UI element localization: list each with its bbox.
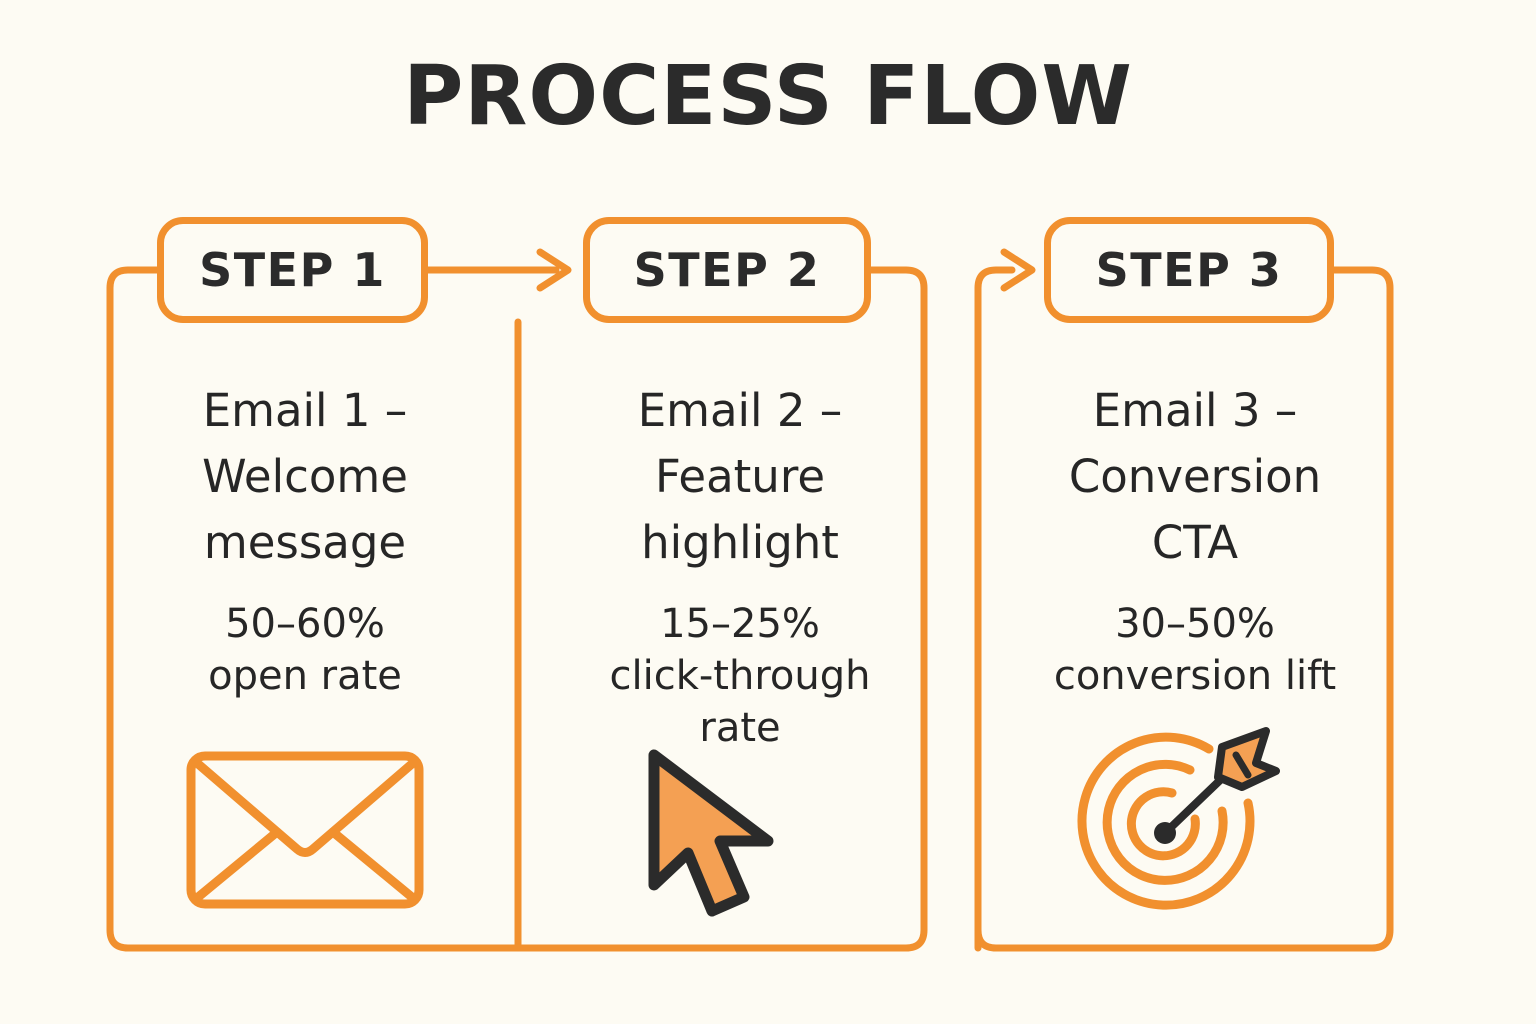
step-badge-2-label: STEP 2 [633, 243, 821, 297]
step-3-metric: 30–50% conversion lift [1053, 601, 1337, 699]
step-1-content: Email 1 – Welcome message 50–60% open ra… [140, 378, 470, 702]
step-badge-3[interactable]: STEP 3 [1044, 217, 1334, 323]
card-frame-3-bottom [974, 266, 1394, 952]
step-3-content: Email 3 – Conversion CTA 30–50% conversi… [1000, 378, 1390, 702]
mouse-cursor-icon [640, 745, 800, 930]
step-badge-1[interactable]: STEP 1 [157, 217, 428, 323]
connector-2-3-arrowhead [1000, 248, 1036, 292]
target-arrow-icon [1070, 725, 1285, 925]
step-3-title: Email 3 – Conversion CTA [1068, 384, 1322, 569]
step-badge-3-label: STEP 3 [1095, 243, 1283, 297]
step-2-metric: 15–25% click-through rate [609, 601, 871, 751]
step-1-title: Email 1 – Welcome message [202, 384, 408, 569]
step-2-content: Email 2 – Feature highlight 15–25% click… [570, 378, 910, 754]
step-1-metric: 50–60% open rate [208, 601, 402, 699]
page-title: PROCESS FLOW [403, 49, 1133, 144]
envelope-icon [185, 750, 425, 910]
card-frame-3 [974, 266, 1016, 952]
step-2-title: Email 2 – Feature highlight [637, 384, 843, 569]
step-badge-2[interactable]: STEP 2 [583, 217, 871, 323]
connector-1-2-arrowhead [536, 248, 572, 292]
step-badge-1-label: STEP 1 [199, 243, 386, 297]
